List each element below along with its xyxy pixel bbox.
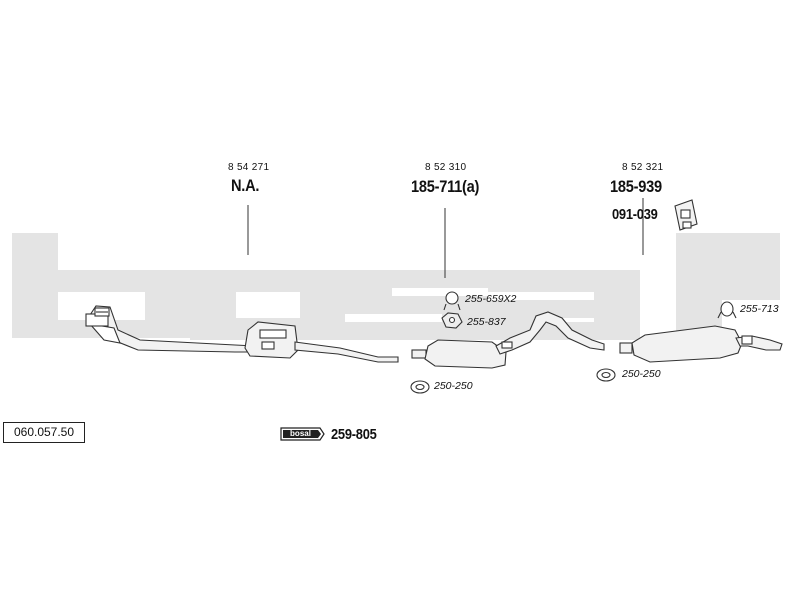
label-mount-middle: 255-837 xyxy=(467,316,506,328)
label-gasket-rear: 250-250 xyxy=(622,368,661,380)
front-silencer xyxy=(244,321,399,363)
gasket-icon-rear xyxy=(596,368,616,382)
kit-badge xyxy=(280,427,325,441)
part-number-middle: 185-711(a) xyxy=(411,177,480,196)
kit-number: 259-805 xyxy=(331,426,377,443)
part-number-rear: 185-939 xyxy=(610,177,662,196)
oe-number-middle: 8 52 310 xyxy=(425,162,467,173)
middle-silencer xyxy=(411,311,605,369)
clamp-icon xyxy=(443,291,461,311)
oe-number-rear: 8 52 321 xyxy=(622,162,664,173)
leader-lines xyxy=(247,198,644,278)
part-number-front: N.A. xyxy=(231,176,260,195)
rubber-mount-icon xyxy=(441,312,463,329)
kit-badge-text: bosal xyxy=(290,429,311,438)
part-number-rear-mount: 091-039 xyxy=(612,206,658,223)
label-clamp-middle: 255-659X2 xyxy=(465,293,517,305)
diagram-reference-box: 060.057.50 xyxy=(3,422,85,443)
label-gasket-middle: 250-250 xyxy=(434,380,473,392)
oe-number-front: 8 54 271 xyxy=(228,162,270,173)
bosal-watermark xyxy=(12,233,780,340)
label-rear-clamp: 255-713 xyxy=(740,303,779,315)
rear-clamp-icon xyxy=(717,301,737,319)
rear-silencer xyxy=(619,325,783,363)
gasket-icon-middle xyxy=(410,380,430,394)
rear-mount-bracket-icon xyxy=(674,199,698,231)
